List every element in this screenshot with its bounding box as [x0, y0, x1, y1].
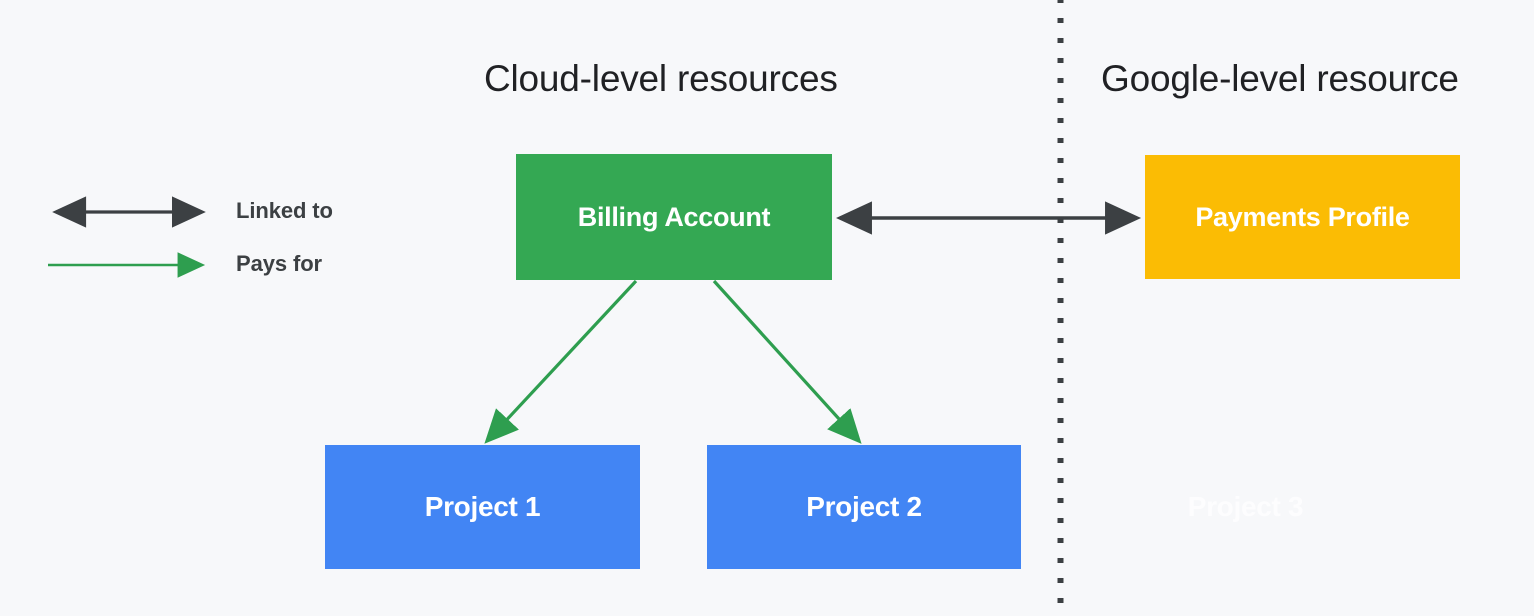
connector-billing-account-to-project-1: [484, 279, 638, 444]
node-project-2[interactable]: Project 2: [707, 445, 1021, 569]
heading-cloud-level-resources: Cloud-level resources: [484, 58, 838, 99]
node-project-3: Project 3: [1088, 445, 1403, 569]
legend-item-linked-to-label: Linked to: [236, 198, 333, 223]
node-payments-profile[interactable]: Payments Profile: [1145, 155, 1460, 279]
connector-billing-account-to-project-2: [712, 279, 862, 444]
node-project-1[interactable]: Project 1: [325, 445, 640, 569]
heading-google-level-resource: Google-level resource: [1101, 58, 1459, 99]
node-project-1-label: Project 1: [424, 491, 541, 522]
legend-item-pays-for-label: Pays for: [236, 251, 323, 276]
node-payments-profile-label: Payments Profile: [1195, 201, 1410, 232]
node-billing-account[interactable]: Billing Account: [516, 154, 832, 280]
node-project-2-label: Project 2: [806, 491, 922, 522]
node-project-3-label: Project 3: [1187, 491, 1304, 522]
node-billing-account-label: Billing Account: [577, 201, 771, 232]
